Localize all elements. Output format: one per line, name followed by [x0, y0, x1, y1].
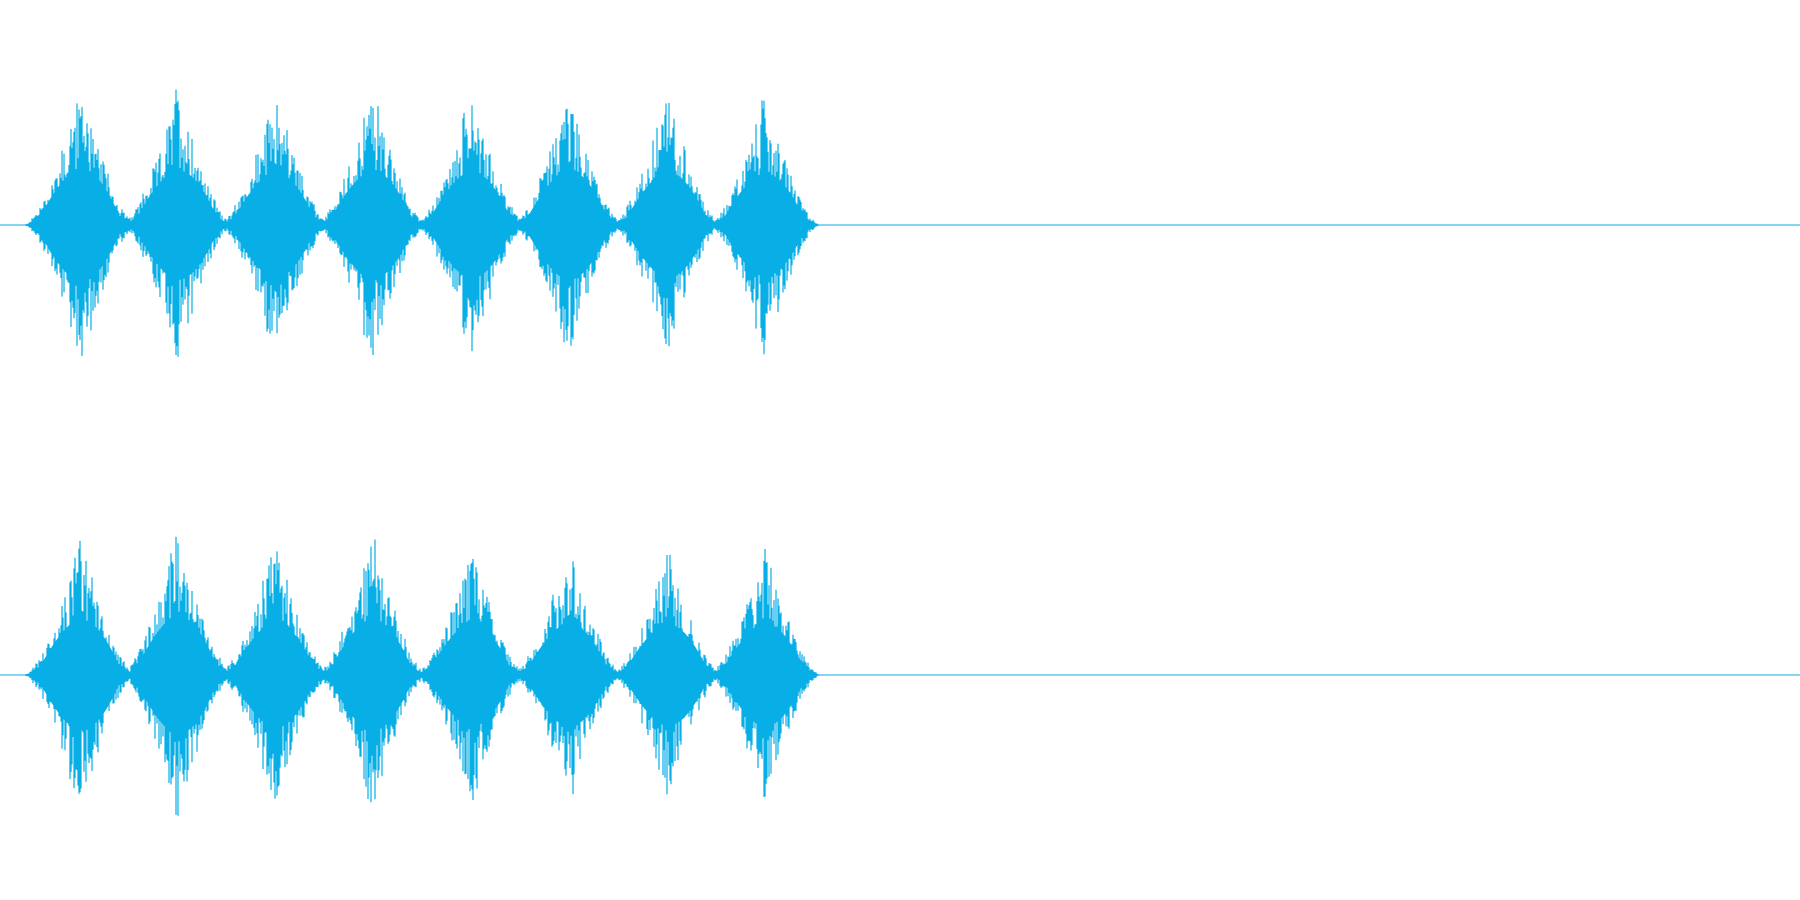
- waveform-burst-core: [132, 170, 221, 280]
- waveform-burst-core: [622, 172, 710, 278]
- waveform-burst-core: [523, 170, 611, 280]
- waveform-burst-core: [426, 171, 514, 279]
- waveform-burst-core: [230, 622, 318, 728]
- waveform-burst-core: [719, 623, 808, 727]
- waveform-burst-core: [719, 173, 808, 277]
- waveform-burst-core: [35, 619, 124, 731]
- waveform-burst-core: [426, 623, 514, 727]
- waveform-burst-core: [327, 618, 415, 732]
- waveform-burst-core: [230, 172, 318, 278]
- waveform-channel-left: [0, 89, 1800, 357]
- waveform-burst-core: [523, 623, 611, 727]
- waveform-burst-core: [327, 170, 415, 280]
- waveform-burst-core: [622, 624, 710, 726]
- waveform-burst-core: [35, 168, 124, 282]
- waveform-channel-right: [0, 536, 1800, 816]
- waveform-burst-core: [132, 615, 221, 735]
